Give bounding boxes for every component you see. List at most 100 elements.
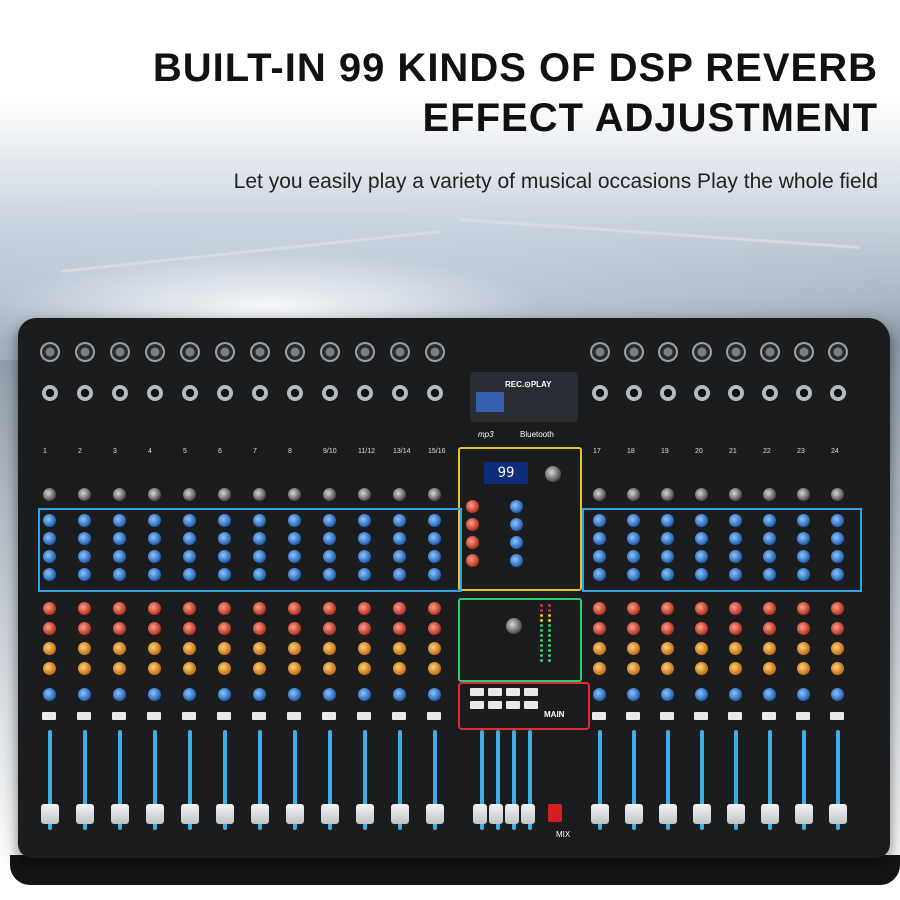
channel-fader[interactable] — [321, 804, 339, 824]
eq-knob[interactable] — [288, 532, 301, 545]
gain-knob[interactable] — [113, 488, 126, 501]
fx-knob[interactable] — [729, 662, 742, 675]
dsp-knob[interactable] — [466, 500, 479, 513]
mute-button[interactable] — [217, 712, 231, 720]
eq-knob[interactable] — [183, 532, 196, 545]
gain-knob[interactable] — [358, 488, 371, 501]
aux-knob[interactable] — [593, 602, 606, 615]
fx-knob[interactable] — [78, 642, 91, 655]
eq-knob[interactable] — [78, 532, 91, 545]
fx-knob[interactable] — [323, 642, 336, 655]
eq-knob[interactable] — [253, 514, 266, 527]
aux-knob[interactable] — [288, 602, 301, 615]
xlr-input-jack[interactable] — [624, 342, 644, 362]
fx-knob[interactable] — [797, 642, 810, 655]
fx-knob[interactable] — [695, 662, 708, 675]
channel-fader[interactable] — [286, 804, 304, 824]
dsp-selector-knob[interactable] — [545, 466, 561, 482]
fx-knob[interactable] — [593, 662, 606, 675]
eq-knob[interactable] — [358, 568, 371, 581]
xlr-input-jack[interactable] — [794, 342, 814, 362]
pan-knob[interactable] — [393, 688, 406, 701]
channel-fader[interactable] — [829, 804, 847, 824]
line-input-jack[interactable] — [252, 385, 268, 401]
channel-fader[interactable] — [727, 804, 745, 824]
channel-fader[interactable] — [216, 804, 234, 824]
mute-button[interactable] — [322, 712, 336, 720]
pan-knob[interactable] — [627, 688, 640, 701]
aux-knob[interactable] — [148, 622, 161, 635]
aux-knob[interactable] — [661, 622, 674, 635]
line-input-jack[interactable] — [357, 385, 373, 401]
eq-knob[interactable] — [78, 550, 91, 563]
mute-button[interactable] — [796, 712, 810, 720]
fx-knob[interactable] — [661, 642, 674, 655]
pan-knob[interactable] — [183, 688, 196, 701]
xlr-input-jack[interactable] — [760, 342, 780, 362]
group-assign-button[interactable] — [506, 688, 520, 696]
fx-knob[interactable] — [43, 642, 56, 655]
gain-knob[interactable] — [593, 488, 606, 501]
eq-knob[interactable] — [763, 550, 776, 563]
gain-knob[interactable] — [393, 488, 406, 501]
eq-knob[interactable] — [148, 568, 161, 581]
gain-knob[interactable] — [218, 488, 231, 501]
eq-knob[interactable] — [148, 532, 161, 545]
mute-button[interactable] — [660, 712, 674, 720]
eq-knob[interactable] — [763, 532, 776, 545]
gain-knob[interactable] — [78, 488, 91, 501]
channel-fader[interactable] — [591, 804, 609, 824]
fx-knob[interactable] — [729, 642, 742, 655]
fx-knob[interactable] — [358, 642, 371, 655]
gain-knob[interactable] — [763, 488, 776, 501]
gain-knob[interactable] — [428, 488, 441, 501]
aux-knob[interactable] — [183, 622, 196, 635]
xlr-input-jack[interactable] — [75, 342, 95, 362]
fx-knob[interactable] — [763, 662, 776, 675]
line-input-jack[interactable] — [77, 385, 93, 401]
eq-knob[interactable] — [218, 568, 231, 581]
eq-knob[interactable] — [627, 550, 640, 563]
channel-fader[interactable] — [76, 804, 94, 824]
line-input-jack[interactable] — [182, 385, 198, 401]
pan-knob[interactable] — [43, 688, 56, 701]
channel-fader[interactable] — [795, 804, 813, 824]
pan-knob[interactable] — [288, 688, 301, 701]
eq-knob[interactable] — [428, 514, 441, 527]
xlr-input-jack[interactable] — [180, 342, 200, 362]
xlr-input-jack[interactable] — [40, 342, 60, 362]
fx-knob[interactable] — [393, 662, 406, 675]
fx-knob[interactable] — [593, 642, 606, 655]
pan-knob[interactable] — [358, 688, 371, 701]
xlr-input-jack[interactable] — [692, 342, 712, 362]
fx-knob[interactable] — [253, 662, 266, 675]
pan-knob[interactable] — [113, 688, 126, 701]
pan-knob[interactable] — [831, 688, 844, 701]
aux-knob[interactable] — [831, 622, 844, 635]
eq-knob[interactable] — [831, 568, 844, 581]
eq-knob[interactable] — [183, 568, 196, 581]
group-assign-button[interactable] — [506, 701, 520, 709]
line-input-jack[interactable] — [660, 385, 676, 401]
gain-knob[interactable] — [797, 488, 810, 501]
mute-button[interactable] — [392, 712, 406, 720]
fx-knob[interactable] — [428, 642, 441, 655]
eq-knob[interactable] — [358, 514, 371, 527]
aux-knob[interactable] — [253, 602, 266, 615]
fx-knob[interactable] — [148, 662, 161, 675]
fx-knob[interactable] — [78, 662, 91, 675]
mute-button[interactable] — [112, 712, 126, 720]
line-input-jack[interactable] — [322, 385, 338, 401]
mute-button[interactable] — [728, 712, 742, 720]
eq-knob[interactable] — [695, 514, 708, 527]
eq-knob[interactable] — [797, 550, 810, 563]
gain-knob[interactable] — [627, 488, 640, 501]
eq-knob[interactable] — [218, 514, 231, 527]
eq-knob[interactable] — [113, 568, 126, 581]
xlr-input-jack[interactable] — [355, 342, 375, 362]
eq-knob[interactable] — [831, 514, 844, 527]
eq-knob[interactable] — [627, 514, 640, 527]
eq-knob[interactable] — [661, 568, 674, 581]
aux-knob[interactable] — [627, 602, 640, 615]
eq-knob[interactable] — [148, 514, 161, 527]
